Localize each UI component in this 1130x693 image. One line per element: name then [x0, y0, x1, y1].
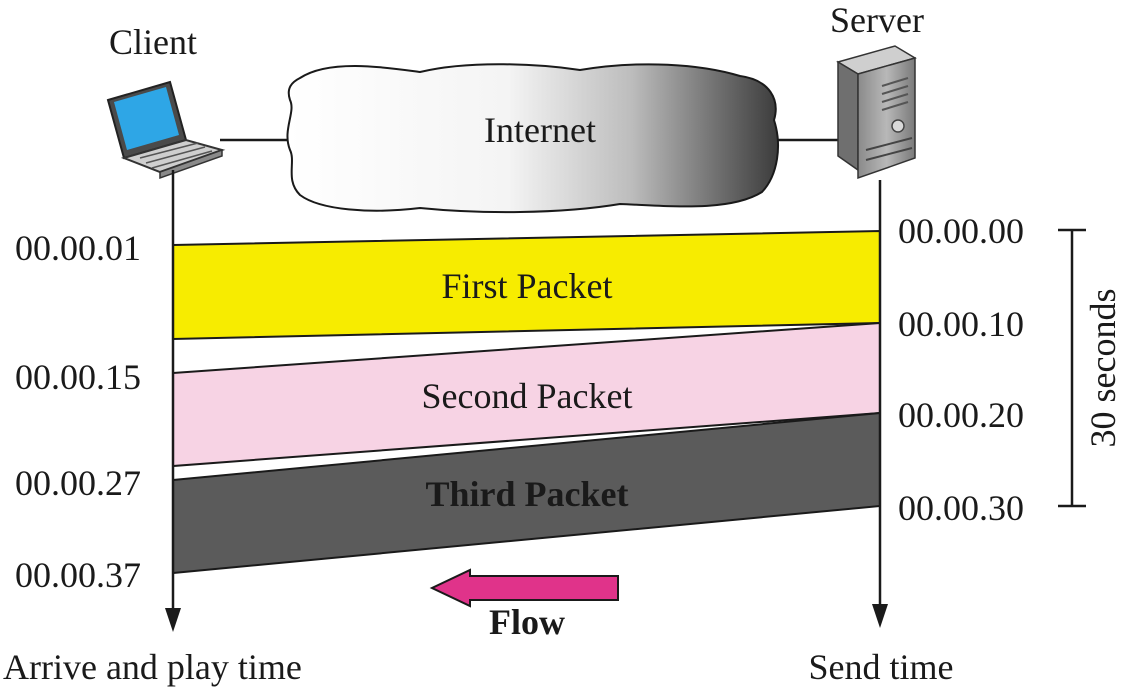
internet-label: Internet [484, 110, 596, 150]
server-label: Server [830, 0, 924, 40]
server-time-4: 00.00.30 [898, 488, 1024, 528]
flow-arrow [429, 568, 619, 608]
server-tower-icon [836, 45, 917, 180]
server-time-1: 00.00.00 [898, 211, 1024, 251]
client-label: Client [109, 22, 197, 62]
server-timeline-arrowhead [872, 604, 888, 628]
client-time-3: 00.00.27 [15, 463, 141, 503]
server-time-3: 00.00.20 [898, 395, 1024, 435]
client-time-2: 00.00.15 [15, 357, 141, 397]
client-time-1: 00.00.01 [15, 228, 141, 268]
third-packet-label: Third Packet [426, 474, 629, 514]
flow-label: Flow [489, 602, 565, 642]
first-packet-label: First Packet [442, 266, 613, 306]
internet-cloud [286, 63, 779, 214]
span-label: 30 seconds [1083, 289, 1123, 448]
client-axis-label: Arrive and play time [3, 647, 302, 687]
client-timeline-arrowhead [165, 608, 181, 632]
laptop-icon [106, 80, 226, 180]
server-axis-label: Send time [809, 647, 954, 687]
span-bracket [1058, 228, 1086, 508]
server-time-2: 00.00.10 [898, 304, 1024, 344]
client-time-4: 00.00.37 [15, 555, 141, 595]
second-packet-label: Second Packet [422, 376, 633, 416]
